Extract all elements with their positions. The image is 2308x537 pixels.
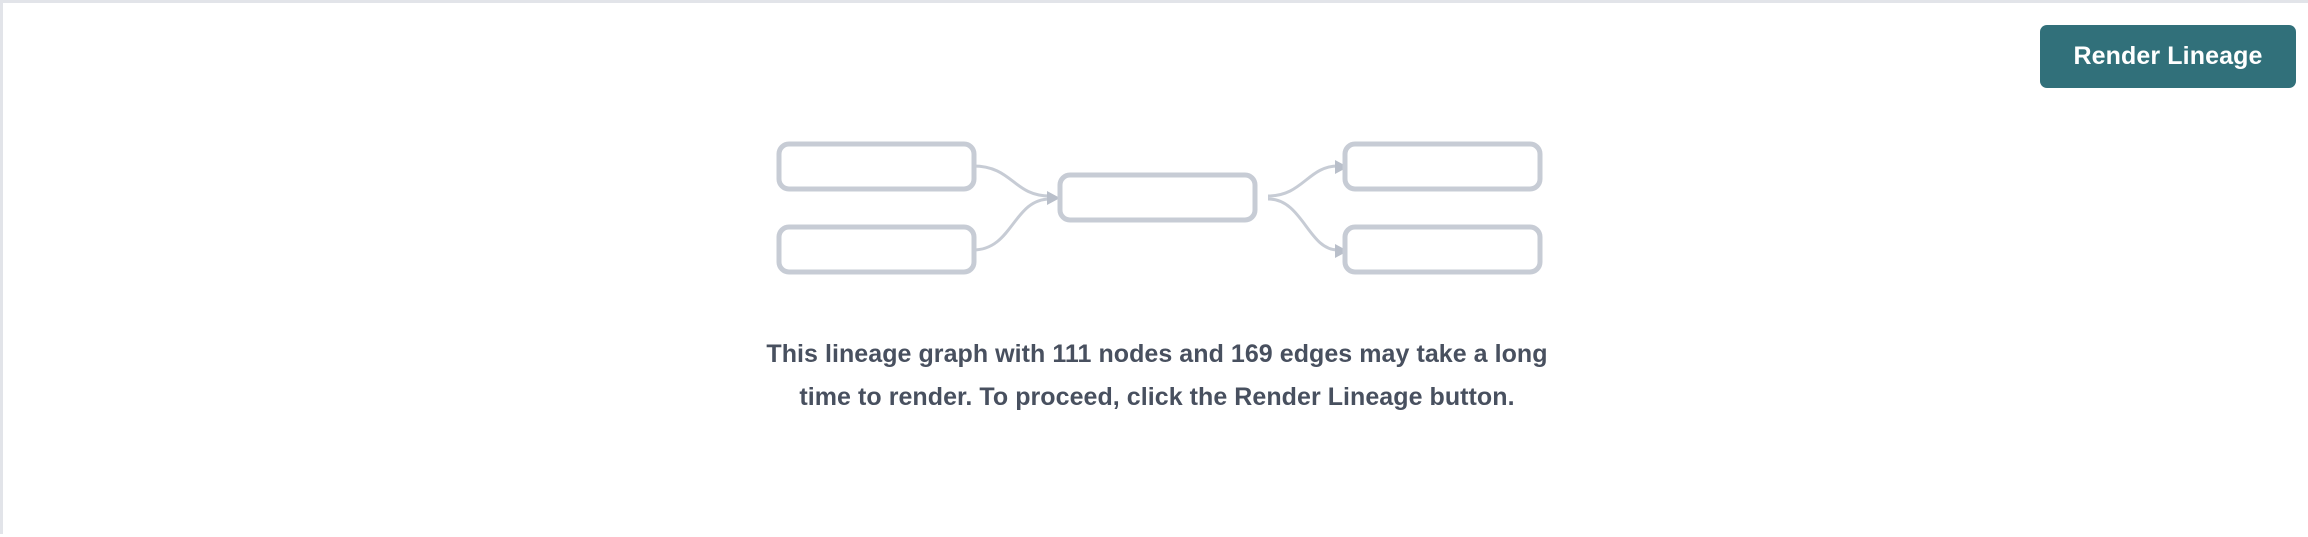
lineage-arrowhead-downstream-2 bbox=[1335, 244, 1348, 258]
lineage-edge-downstream-1 bbox=[1267, 164, 1339, 198]
lineage-node-downstream-1 bbox=[1342, 141, 1543, 192]
lineage-edge-upstream-2 bbox=[972, 197, 1051, 252]
lineage-arrowhead-into-focus bbox=[1047, 191, 1060, 205]
lineage-edge-downstream-2 bbox=[1267, 197, 1339, 252]
lineage-node-upstream-2 bbox=[776, 224, 977, 275]
lineage-action-bar: Render Lineage bbox=[3, 3, 2308, 111]
lineage-node-focus bbox=[1057, 172, 1258, 223]
lineage-warning-message: This lineage graph with 111 nodes and 16… bbox=[766, 340, 1548, 411]
lineage-arrowhead-downstream-1 bbox=[1335, 160, 1348, 174]
lineage-node-downstream-2 bbox=[1342, 224, 1543, 275]
lineage-node-upstream-1 bbox=[776, 141, 977, 192]
lineage-edge-upstream-1 bbox=[972, 164, 1051, 198]
lineage-placeholder-graphic bbox=[776, 141, 1543, 275]
render-lineage-button[interactable]: Render Lineage bbox=[2040, 25, 2296, 88]
